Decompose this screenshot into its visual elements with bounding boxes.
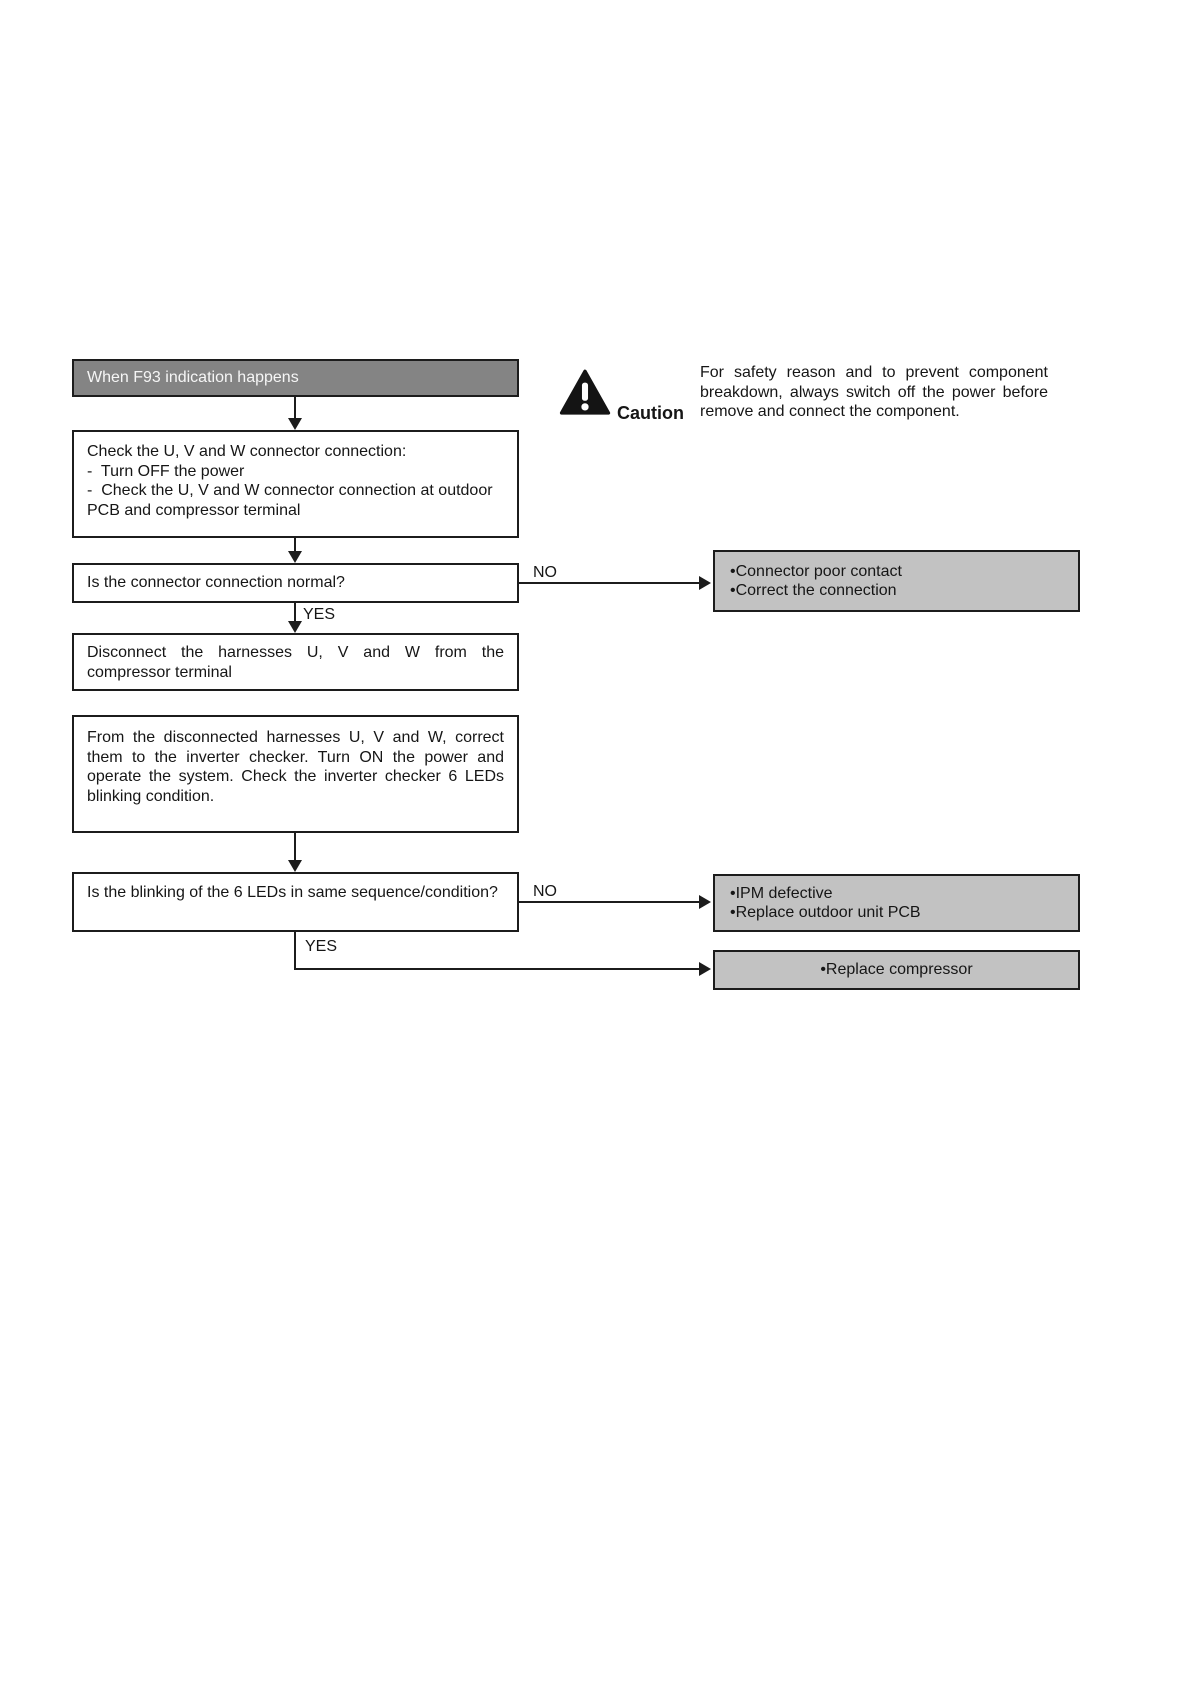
connector-line	[294, 968, 701, 970]
arrow-right-icon	[699, 895, 711, 909]
question-connection-label: Is the connector connection normal?	[87, 574, 345, 592]
flowchart-start-label: When F93 indication happens	[87, 369, 299, 387]
connector-line	[294, 833, 296, 861]
outcome-connector-item: •Connector poor contact	[730, 562, 902, 580]
flowchart-outcome-ipm-box: •IPM defective •Replace outdoor unit PCB	[713, 874, 1080, 932]
outcome-ipm-item: •IPM defective	[730, 884, 833, 902]
check-connector-line: - Turn OFF the power	[87, 462, 245, 480]
caution-label: Caution	[617, 403, 684, 423]
outcome-ipm-item: •Replace outdoor unit PCB	[730, 904, 921, 921]
flowchart-question-leds-box: Is the blinking of the 6 LEDs in same se…	[72, 872, 519, 932]
caution-warning-icon	[559, 368, 611, 423]
check-connector-line: - Check the U, V and W connector connect…	[87, 482, 498, 519]
flowchart-disconnect-box: Disconnect the harnesses U, V and W from…	[72, 633, 519, 691]
connector-line	[294, 603, 296, 622]
arrow-right-icon	[699, 962, 711, 976]
flowchart-outcome-connector-box: •Connector poor contact •Correct the con…	[713, 550, 1080, 612]
branch-no-label: NO	[533, 883, 557, 900]
arrow-down-icon	[288, 860, 302, 872]
flowchart-check-connector-box: Check the U, V and W connector connectio…	[72, 430, 519, 538]
branch-yes-label: YES	[303, 606, 336, 623]
flowchart-start-box: When F93 indication happens	[72, 359, 519, 397]
flowchart-inverter-check-box: From the disconnected harnesses U, V and…	[72, 715, 519, 833]
caution-text: For safety reason and to prevent compone…	[700, 364, 1048, 420]
outcome-connector-item: •Correct the connection	[730, 582, 897, 599]
connector-line	[519, 582, 701, 584]
connector-line	[519, 901, 701, 903]
arrow-down-icon	[288, 418, 302, 430]
connector-line	[294, 538, 296, 552]
connector-line	[294, 397, 296, 420]
arrow-right-icon	[699, 576, 711, 590]
disconnect-label: Disconnect the harnesses U, V and W from…	[87, 644, 504, 681]
flowchart-question-connection-box: Is the connector connection normal?	[72, 563, 519, 603]
branch-yes-label: YES	[305, 938, 338, 955]
flowchart-outcome-compressor-box: •Replace compressor	[713, 950, 1080, 990]
arrow-down-icon	[288, 621, 302, 633]
outcome-compressor-label: •Replace compressor	[820, 961, 973, 979]
branch-no-label: NO	[533, 564, 557, 581]
question-leds-label: Is the blinking of the 6 LEDs in same se…	[87, 884, 498, 901]
inverter-check-label: From the disconnected harnesses U, V and…	[87, 729, 504, 805]
check-connector-line: Check the U, V and W connector connectio…	[87, 443, 407, 460]
connector-line	[294, 932, 296, 970]
arrow-down-icon	[288, 551, 302, 563]
